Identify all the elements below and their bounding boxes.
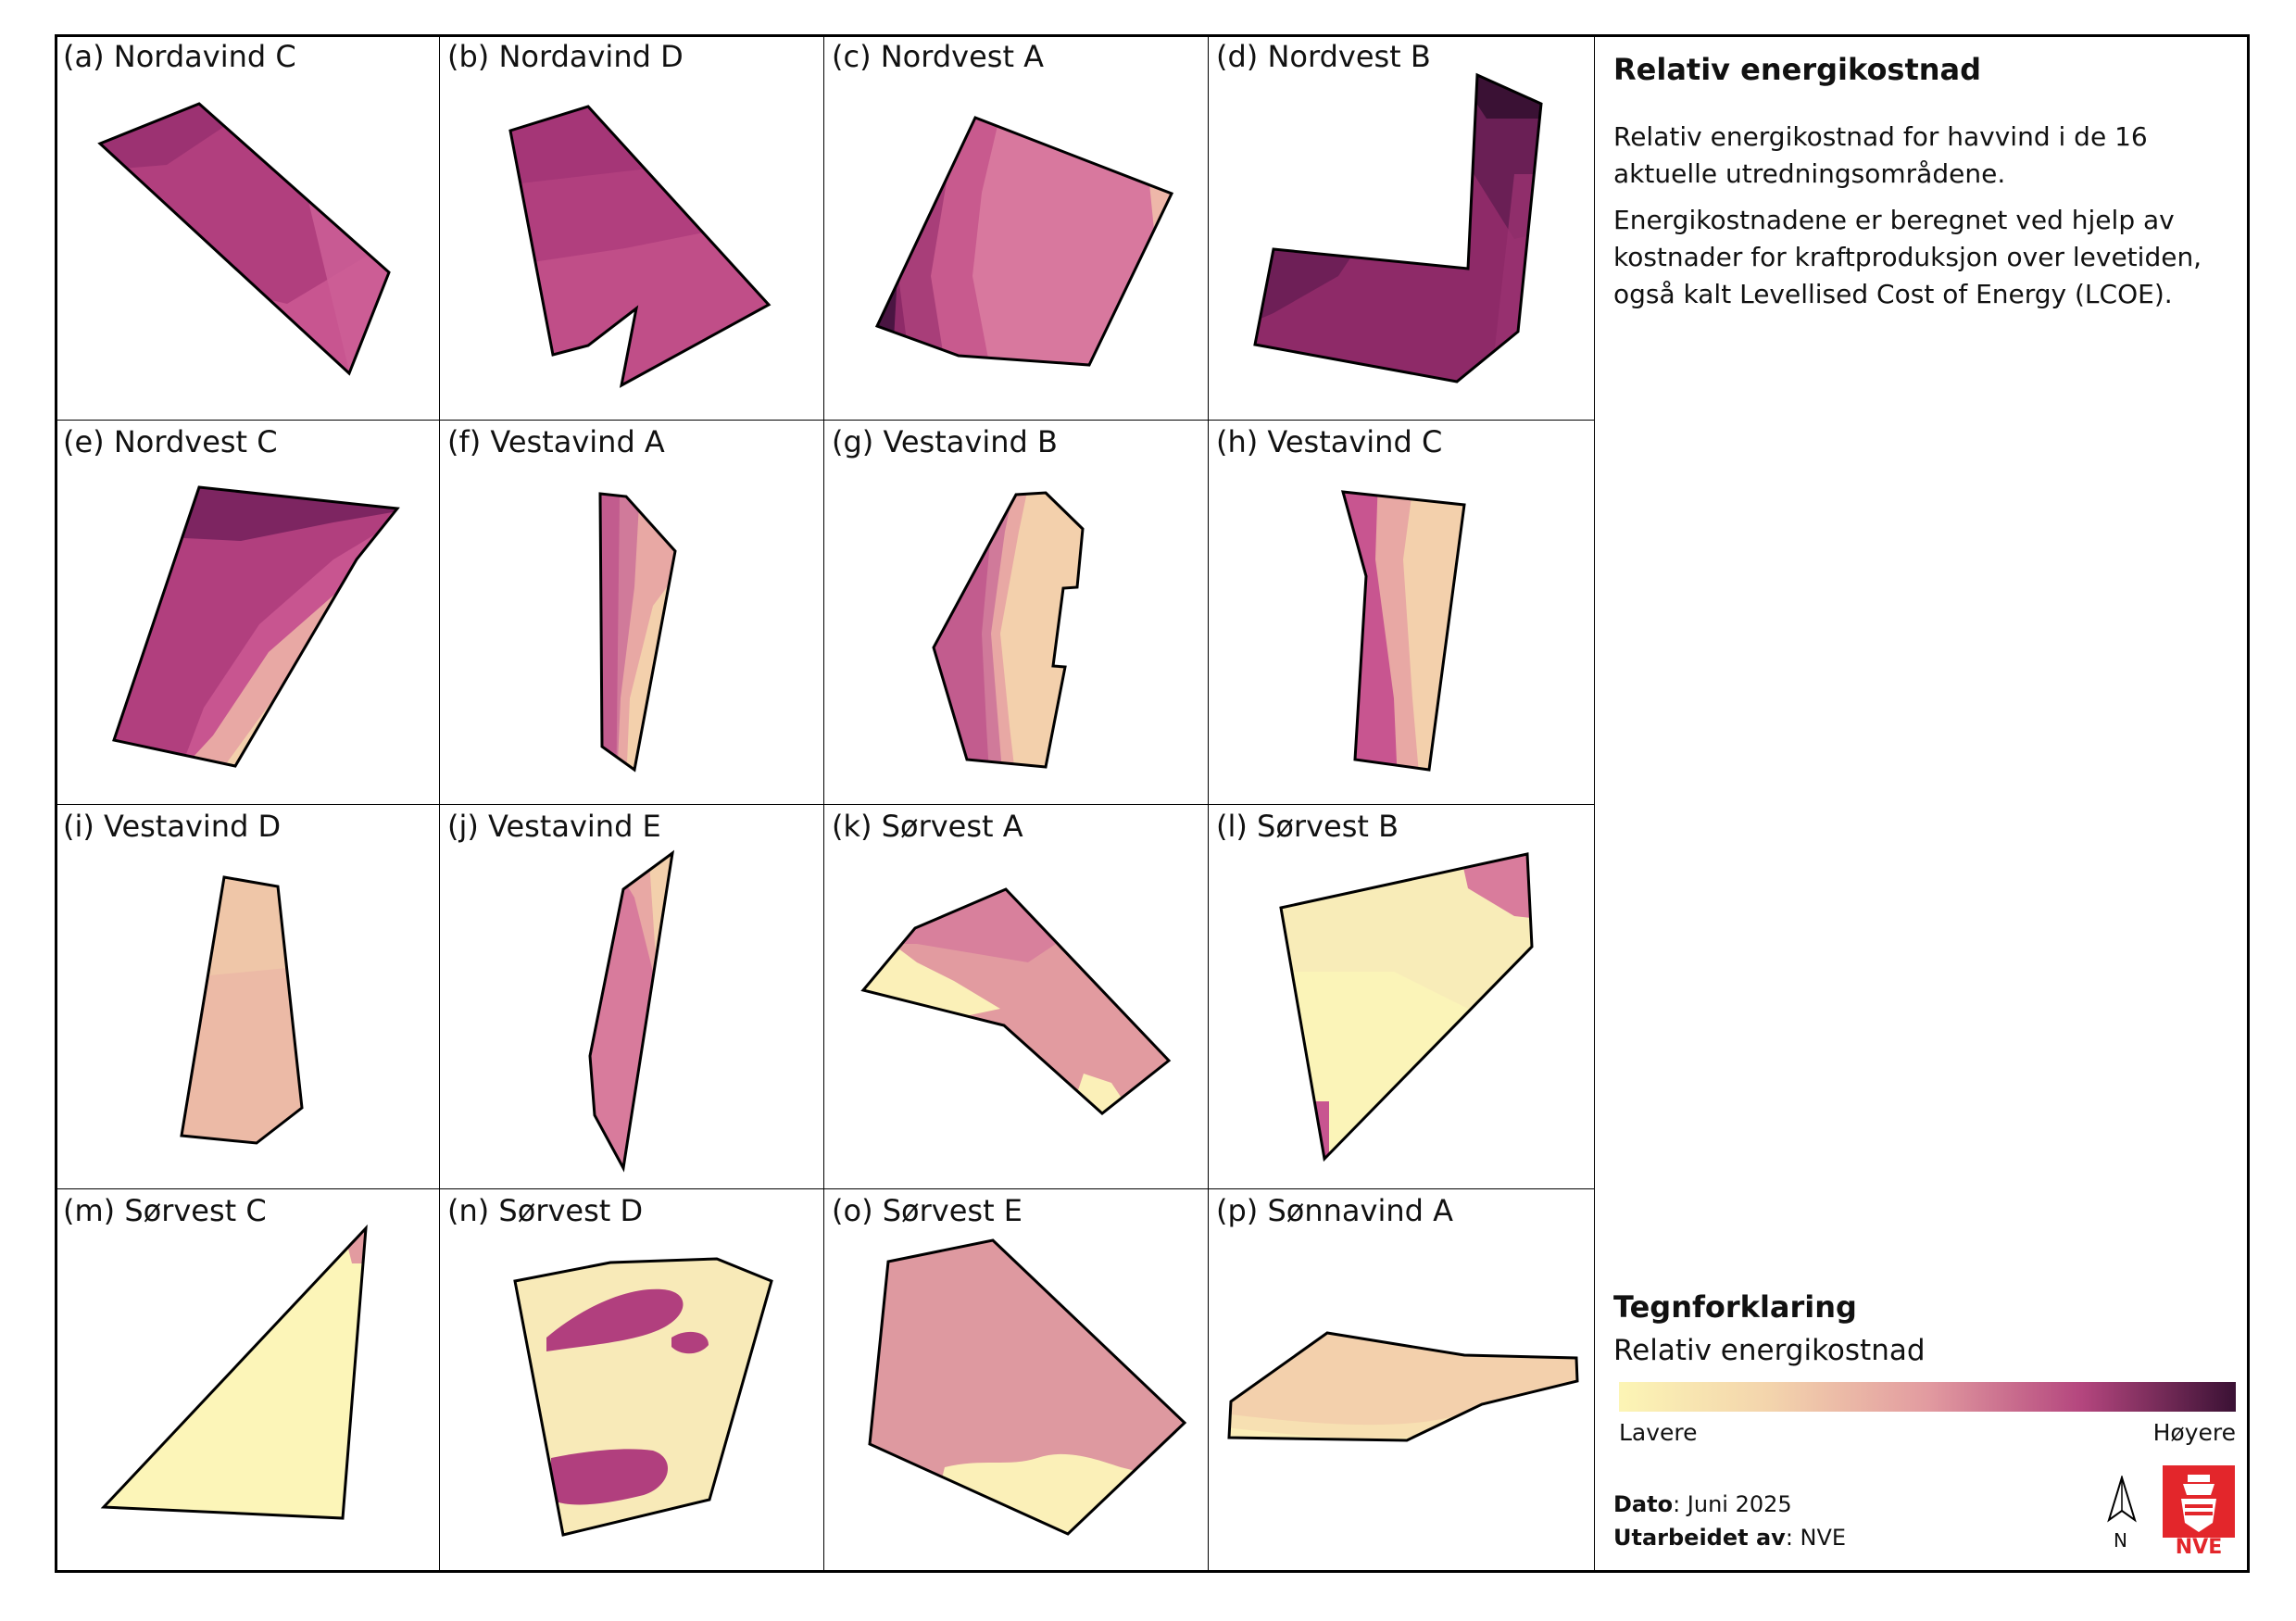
panel-title: (m) Sørvest C (63, 1193, 267, 1228)
panel-title: (i) Vestavind D (63, 809, 282, 844)
date-line: Dato: Juni 2025 (1613, 1491, 1792, 1517)
panel-b: (b) Nordavind D (439, 34, 824, 421)
area-nordvest-c (112, 485, 400, 768)
area-vestavind-b (932, 491, 1085, 769)
area-sorvest-b (1279, 852, 1534, 1162)
date-value: : Juni 2025 (1673, 1491, 1792, 1517)
panel-e: (e) Nordvest C (55, 420, 440, 805)
legend-heading: Tegnforklaring (1613, 1289, 1857, 1325)
panel-d: (d) Nordvest B (1208, 34, 1595, 421)
legend-subtitle: Relativ energikostnad (1613, 1334, 1926, 1367)
area-vestavind-a (598, 492, 677, 773)
panel-title: (l) Sørvest B (1216, 809, 1399, 844)
area-nordavind-d (508, 105, 772, 388)
area-sorvest-a (860, 887, 1172, 1115)
panel-p: (p) Sønnavind A (1208, 1188, 1595, 1573)
panel-title: (a) Nordavind C (63, 39, 296, 74)
panel-title: (b) Nordavind D (447, 39, 684, 74)
crown-emblem-icon (2163, 1465, 2235, 1538)
legend-high-label: Høyere (2152, 1419, 2236, 1446)
north-arrow-icon (2107, 1476, 2137, 1523)
panel-title: (j) Vestavind E (447, 809, 661, 844)
map-frame (55, 34, 2250, 1573)
area-sonnavind-a (1227, 1331, 1579, 1442)
panel-title: (n) Sørvest D (447, 1193, 644, 1228)
panel-k: (k) Sørvest A (823, 804, 1209, 1189)
panel-title: (o) Sørvest E (832, 1193, 1023, 1228)
description-paragraph-1: Relativ energikostnad for havvind i de 1… (1613, 121, 2148, 189)
panel-c: (c) Nordvest A (823, 34, 1209, 421)
area-nordavind-c (97, 102, 391, 376)
side-panel: Relativ energikostnad Relativ energikost… (1594, 37, 2247, 1570)
area-vestavind-e (588, 849, 675, 1173)
panel-title: (d) Nordvest B (1216, 39, 1431, 74)
area-sorvest-d (513, 1257, 773, 1537)
panel-n: (n) Sørvest D (439, 1188, 824, 1573)
author-value: : NVE (1785, 1525, 1847, 1551)
description-paragraph-2: Energikostnadene er beregnet ved hjelp a… (1613, 205, 2202, 309)
panel-heading: Relativ energikostnad (1613, 52, 1982, 87)
panel-j: (j) Vestavind E (439, 804, 824, 1189)
area-sorvest-e (868, 1238, 1187, 1536)
area-nordvest-a (874, 116, 1174, 367)
logo-text: NVE (2175, 1536, 2223, 1559)
panel-m: (m) Sørvest C (55, 1188, 440, 1573)
legend-color-ramp (1619, 1382, 2236, 1412)
panel-a: (a) Nordavind C (55, 34, 440, 421)
panel-title: (f) Vestavind A (447, 424, 665, 459)
author-line: Utarbeidet av: NVE (1613, 1525, 1846, 1551)
area-vestavind-c (1340, 490, 1466, 772)
north-label: N (2114, 1529, 2127, 1552)
panel-l: (l) Sørvest B (1208, 804, 1595, 1189)
panel-title: (k) Sørvest A (832, 809, 1023, 844)
panel-title: (p) Sønnavind A (1216, 1193, 1453, 1228)
area-vestavind-d (180, 875, 304, 1145)
legend-low-label: Lavere (1619, 1419, 1698, 1446)
panel-title: (h) Vestavind C (1216, 424, 1443, 459)
panel-f: (f) Vestavind A (439, 420, 824, 805)
panel-i: (i) Vestavind D (55, 804, 440, 1189)
panel-h: (h) Vestavind C (1208, 420, 1595, 805)
author-label: Utarbeidet av (1613, 1525, 1786, 1551)
date-label: Dato (1613, 1491, 1674, 1517)
panel-g: (g) Vestavind B (823, 420, 1209, 805)
area-sorvest-c (100, 1224, 368, 1520)
panel-o: (o) Sørvest E (823, 1188, 1209, 1573)
nve-logo: NVE (2163, 1465, 2235, 1560)
panel-title: (c) Nordvest A (832, 39, 1045, 74)
area-nordvest-b (1253, 72, 1543, 383)
panel-title: (e) Nordvest C (63, 424, 278, 459)
panel-title: (g) Vestavind B (832, 424, 1058, 459)
